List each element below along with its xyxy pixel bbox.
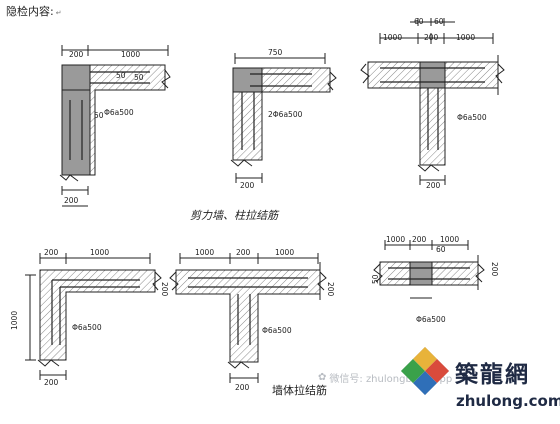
inspection-header: 隐检内容:↵ (6, 6, 62, 17)
dim-200: 200 (236, 248, 251, 257)
dim-1000: 1000 (10, 311, 19, 330)
watermark-text: 微信号: zhulongbaiduapp (329, 374, 453, 385)
dim-200: 200 (69, 50, 84, 59)
header-title: 隐检内容: (6, 5, 54, 18)
dim-50: 50 (94, 111, 104, 120)
dim-60: 60 (436, 245, 446, 254)
corner-detail-top-left (59, 45, 171, 207)
dim-1000: 1000 (195, 248, 214, 257)
dim-1000: 1000 (121, 50, 140, 59)
dim-50: 50 (116, 71, 126, 80)
dim-200: 200 (64, 196, 79, 205)
zhulong-url: zhulong.com (456, 392, 560, 410)
caption-wall-tie-bars: 墙体拉结筋 (272, 384, 327, 397)
corner-detail-top-middle (230, 53, 337, 183)
dim-200: 200 (240, 181, 255, 190)
tee-top-right-labels: 60 60 1000 200 1000 Φ6a500 200 (383, 17, 487, 190)
corner-top-middle-labels: 750 2Φ6a500 200 (240, 48, 303, 190)
dim-1000: 1000 (90, 248, 109, 257)
dim-1000: 1000 (386, 235, 405, 244)
wall-bottom-right-labels: 1000 200 1000 60 Φ6a500 50 200 (371, 235, 499, 324)
dim-200: 200 (235, 383, 250, 392)
dim-50: 50 (371, 274, 380, 284)
dim-200: 200 (44, 248, 59, 257)
tee-detail-bottom-middle (169, 253, 327, 383)
dim-1000: 1000 (440, 235, 459, 244)
rebar-spec: Φ6a500 (416, 315, 446, 324)
corner-bottom-left-labels: 200 1000 Φ6a500 200 1000 200 (10, 248, 169, 387)
dim-1000: 1000 (383, 33, 402, 42)
dim-200: 200 (160, 282, 169, 297)
zhulong-logo-text: 築龍網 (455, 361, 530, 388)
rebar-spec: 2Φ6a500 (268, 110, 303, 119)
wechat-icon: ✿ (318, 372, 327, 383)
rebar-spec: Φ6a500 (457, 113, 487, 122)
dim-1000: 1000 (275, 248, 294, 257)
dim-60: 60 (434, 17, 444, 26)
dim-200: 200 (412, 235, 427, 244)
corner-detail-bottom-left (25, 253, 162, 380)
dim-200: 200 (490, 262, 499, 277)
wechat-watermark: ✿ 微信号: zhulongbaiduapp (318, 370, 452, 385)
dim-200: 200 (424, 33, 439, 42)
return-mark-icon: ↵ (55, 9, 62, 17)
caption-shear-wall-column: 剪力墙、柱拉结筋 (190, 209, 278, 222)
tee-bottom-middle-labels: 1000 200 1000 Φ6a500 200 200 (195, 248, 335, 392)
dim-60: 60 (414, 17, 424, 26)
dim-200: 200 (426, 181, 441, 190)
rebar-spec: Φ6a500 (262, 326, 292, 335)
zhulong-logo-icon (400, 346, 450, 396)
wall-detail-bottom-right (373, 240, 485, 299)
dim-50: 50 (134, 73, 144, 82)
corner-top-left-labels: 200 1000 50 50 50 Φ6a500 200 (64, 50, 144, 205)
dim-200: 200 (44, 378, 59, 387)
dim-1000: 1000 (456, 33, 475, 42)
rebar-spec: Φ6a500 (104, 108, 134, 117)
dim-750: 750 (268, 48, 283, 57)
tee-detail-top-right (360, 18, 505, 185)
dim-200: 200 (326, 282, 335, 297)
rebar-spec: Φ6a500 (72, 323, 102, 332)
